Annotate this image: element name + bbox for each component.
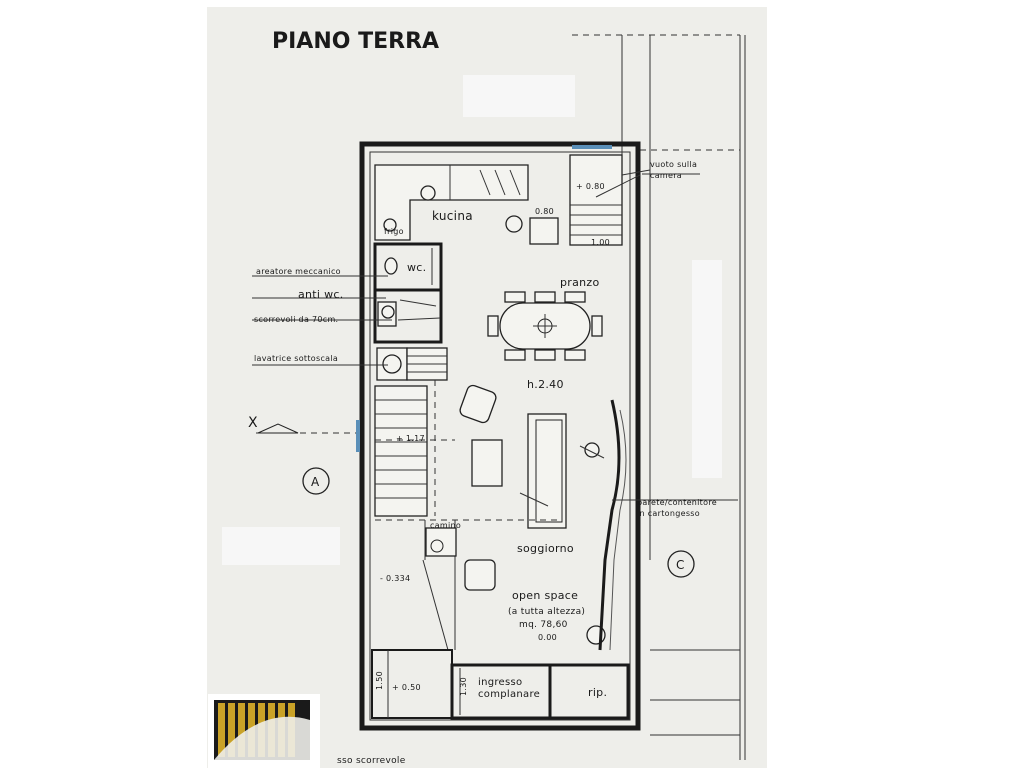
label-height: h.2.40 [527,378,564,391]
label-dim-150: 1.50 [375,671,384,690]
label-axis-a: A [311,475,320,489]
label-sliding-bottom: sso scorrevole [337,756,406,766]
label-storage: rip. [588,686,607,699]
plan-title: PIANO TERRA [272,29,439,54]
section-marker [256,423,356,434]
label-kitchen: kucina [432,209,473,223]
upper-void [569,154,651,246]
adjacent-building [572,34,746,760]
logo-emblem [208,694,320,768]
kitchen-counter [374,164,559,245]
label-entry-level: + 0.50 [392,683,421,692]
label-dim-130: 1.30 [459,677,468,696]
label-fireplace: camino [430,521,461,530]
label-sliding: scorrevoli da 70cm. [254,315,338,324]
wc-block [373,242,443,344]
living-furniture [459,384,606,645]
redaction-right [692,260,722,478]
label-living: soggiorno [517,542,574,555]
label-full-height: (a tutta altezza) [508,607,585,617]
partition-wall [598,399,627,651]
label-dining: pranzo [560,276,600,289]
redaction-top [463,75,575,117]
dining-table [487,291,603,361]
label-open-space: open space [512,589,578,602]
label-entrance-1: ingresso [478,677,522,688]
annotation-leaders [252,173,738,501]
label-axis-c: C [676,558,685,572]
label-entrance-2: complanare [478,689,540,700]
label-wc: wc. [407,261,426,274]
entrance-block [371,649,630,730]
label-washer: lavatrice sottoscala [254,354,338,363]
label-stair-level: + 1.17 [396,434,425,443]
label-ground-level: 0.00 [538,633,557,642]
label-anti-wc: anti wc. [298,288,344,301]
label-void-level: + 0.80 [576,182,605,191]
label-partition-1: parete/contenitore [637,498,717,507]
label-lower-level: - 0.334 [380,574,410,583]
label-void-2: camera [650,171,682,180]
label-fan: areatore meccanico [256,267,341,276]
label-partition-2: in cartongesso [637,509,700,518]
label-fridge: frigo [384,227,404,236]
label-step: 0.80 [535,207,554,216]
redaction-left [222,527,340,565]
axis-bubble-c [667,550,695,578]
stair-area [374,347,455,517]
label-section-x: X [248,415,258,431]
label-void-1: vuoto sulla [650,160,697,169]
axis-bubble-a [302,467,330,495]
label-dim-100: 1.00 [591,238,610,247]
floor-plan-sheet [207,7,767,768]
label-area: mq. 78,60 [519,620,568,630]
